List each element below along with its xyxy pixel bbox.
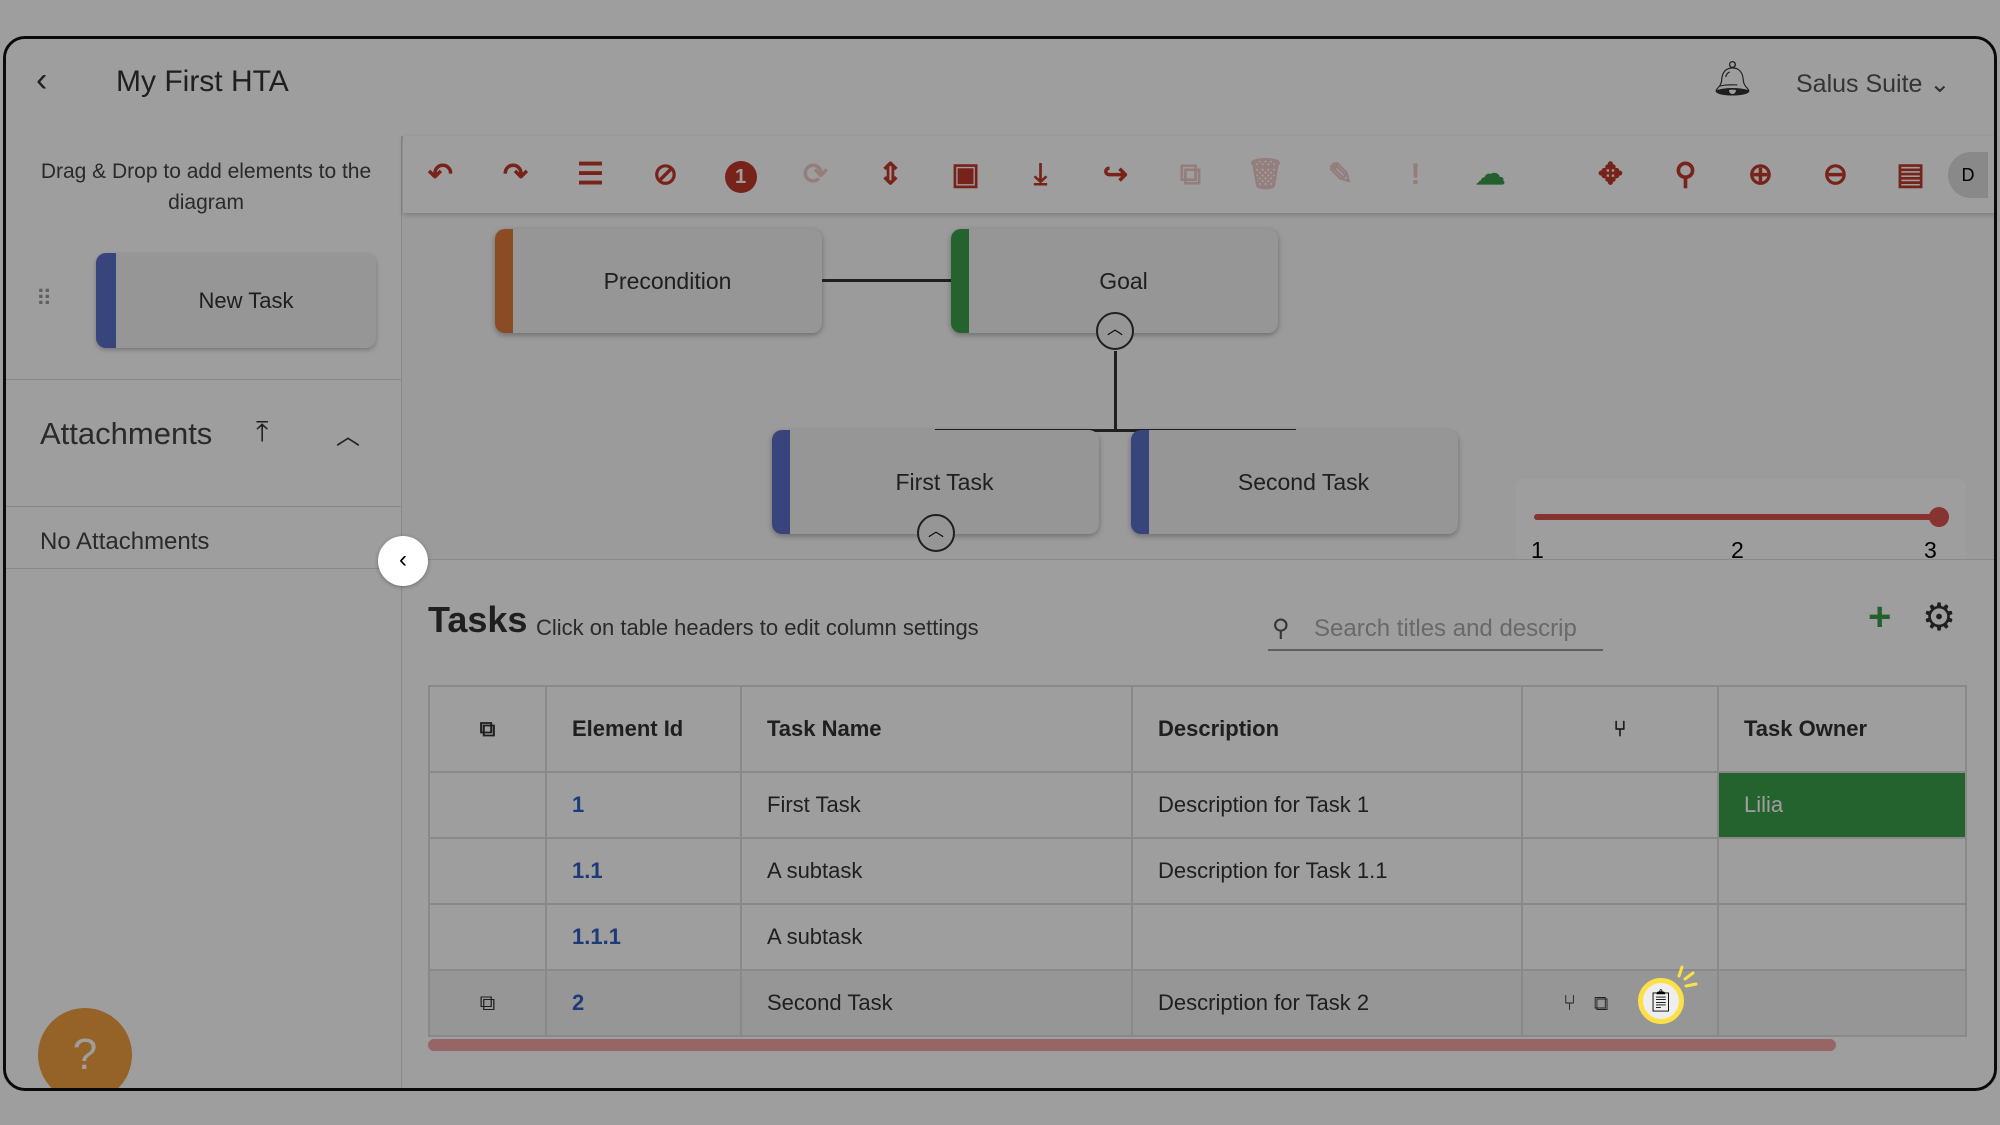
search-icon: ⚲: [1272, 615, 1290, 642]
search-input[interactable]: ⚲ Search titles and descrip: [1268, 607, 1603, 651]
slider-thumb[interactable]: [1929, 507, 1949, 527]
numbering-icon[interactable]: 1: [703, 157, 778, 193]
share-icon[interactable]: ↪: [1102, 158, 1129, 191]
badge: 1: [724, 160, 757, 193]
cell-desc[interactable]: Description for Task 2: [1131, 969, 1523, 1037]
upload-icon[interactable]: ⤒: [256, 416, 269, 447]
cell-name[interactable]: A subtask: [740, 903, 1133, 971]
toolbar: ↶ ↷ ☰ ⊘ 1 ⟳ ⇕ ▣ ⤓ ↪ ⧉ 🗑︎ ✎ ! ☁ ✥ ⚲ ⊕ ⊖ ▤…: [403, 136, 1994, 213]
undo-icon[interactable]: ↶: [427, 158, 454, 191]
suite-label: Salus Suite: [1796, 70, 1923, 98]
branch-column-header[interactable]: ⑂: [1521, 685, 1719, 773]
search-placeholder: Search titles and descrip: [1314, 615, 1577, 642]
gear-icon[interactable]: ⚙: [1922, 597, 1957, 639]
tasks-table: ⧉ Element Id Task Name Description ⑂ Tas…: [428, 685, 1967, 1037]
move-icon[interactable]: ✥: [1597, 158, 1624, 191]
delete-icon[interactable]: 🗑︎: [1246, 158, 1285, 191]
cell-id[interactable]: 1.1.1: [545, 903, 742, 971]
second-task-node[interactable]: Second Task: [1131, 430, 1458, 534]
zoom-in-icon[interactable]: ⊕: [1747, 158, 1774, 191]
highlight-sparkle-icon: [1677, 965, 1698, 988]
cell-desc[interactable]: Description for Task 1.1: [1131, 837, 1523, 905]
copy-column-header[interactable]: ⧉: [428, 685, 547, 773]
header: ‹ My First HTA 🔔︎ Salus Suite ⌄: [6, 39, 1994, 136]
sidebar: Drag & Drop to add elements to the diagr…: [6, 136, 402, 1088]
refresh-icon[interactable]: ⟳: [802, 158, 829, 191]
cell-id[interactable]: 2: [545, 969, 742, 1037]
search-icon[interactable]: ⚲: [1674, 158, 1697, 191]
tasks-title: Tasks: [428, 599, 528, 640]
column-header[interactable]: Task Owner: [1717, 685, 1967, 773]
edit-icon[interactable]: ✎: [1327, 158, 1354, 191]
help-button[interactable]: ?: [38, 1008, 132, 1088]
attachments-heading: Attachments: [40, 416, 213, 451]
avatar[interactable]: D: [1948, 151, 1988, 198]
redo-icon[interactable]: ↷: [502, 158, 529, 191]
back-icon[interactable]: ‹: [36, 61, 48, 99]
column-header[interactable]: Description: [1131, 685, 1523, 773]
branch-icon[interactable]: ⑂: [1563, 990, 1577, 1015]
drag-hint: Drag & Drop to add elements to the diagr…: [40, 160, 372, 214]
level-slider[interactable]: 1 2 3: [1516, 479, 1966, 569]
cell-id[interactable]: 1: [545, 771, 742, 839]
collapse-first-task-icon[interactable]: ︿: [917, 514, 955, 552]
cell-id[interactable]: 1.1: [545, 837, 742, 905]
expand-vertical-icon[interactable]: ⇕: [877, 158, 904, 191]
report-icon[interactable]: ▤: [1896, 158, 1925, 191]
new-task-element[interactable]: New Task: [96, 253, 376, 348]
column-header[interactable]: Element Id: [545, 685, 742, 773]
suite-menu[interactable]: Salus Suite ⌄: [1796, 70, 1951, 98]
precondition-node[interactable]: Precondition: [495, 229, 822, 333]
cell-desc[interactable]: Description for Task 1: [1131, 771, 1523, 839]
slider-label: 3: [1924, 537, 1937, 563]
hide-icon[interactable]: ⊘: [652, 158, 679, 191]
horizontal-scrollbar[interactable]: [428, 1039, 1836, 1051]
cell-name[interactable]: A subtask: [740, 837, 1133, 905]
cell-owner[interactable]: Lilia: [1717, 771, 1967, 839]
download-icon[interactable]: ⤓: [1033, 157, 1048, 191]
exclamation-icon[interactable]: !: [1410, 157, 1421, 191]
bell-icon[interactable]: 🔔︎: [1711, 60, 1755, 98]
copy-icon[interactable]: ⧉: [1594, 990, 1608, 1015]
paste-button[interactable]: 📋︎: [1638, 978, 1684, 1024]
tasks-subtitle: Click on table headers to edit column se…: [536, 615, 979, 640]
collapse-goal-icon[interactable]: ︿: [1096, 312, 1134, 350]
cloud-sync-icon[interactable]: ☁: [1475, 158, 1506, 191]
collapse-icon[interactable]: ︿: [336, 423, 360, 450]
column-header[interactable]: Task Name: [740, 685, 1133, 773]
no-attachments: No Attachments: [40, 528, 210, 555]
page-title: My First HTA: [116, 65, 289, 98]
app-window: ‹ My First HTA 🔔︎ Salus Suite ⌄ Drag & D…: [3, 36, 1997, 1091]
clipboard-pulse-icon[interactable]: ▣: [951, 158, 980, 191]
drag-handle-icon[interactable]: ⠿: [36, 286, 53, 311]
cell-name[interactable]: First Task: [740, 771, 1133, 839]
slider-label: 2: [1731, 537, 1744, 563]
slider-label: 1: [1531, 537, 1544, 563]
copy-icon[interactable]: ⧉: [428, 969, 547, 1037]
add-task-button[interactable]: +: [1868, 595, 1892, 639]
first-task-node[interactable]: First Task: [772, 430, 1099, 534]
collapse-sidebar-button[interactable]: ‹: [378, 536, 428, 586]
settings-sliders-icon[interactable]: ☰: [577, 158, 604, 191]
copy-icon[interactable]: ⧉: [1179, 157, 1202, 191]
zoom-out-icon[interactable]: ⊖: [1822, 158, 1849, 191]
cell-name[interactable]: Second Task: [740, 969, 1133, 1037]
